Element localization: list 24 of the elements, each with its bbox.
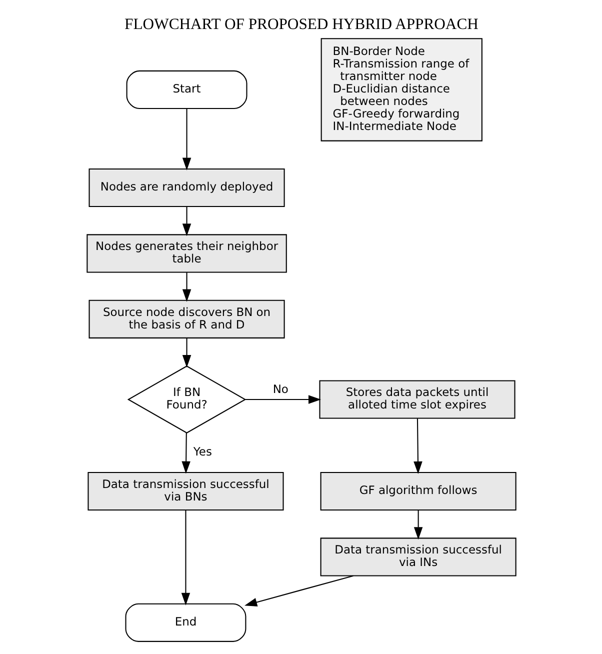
arrow [413, 418, 422, 474]
arrow [182, 338, 191, 368]
node-box: Data transmission successful via BNs [87, 472, 284, 511]
arrow [413, 510, 422, 540]
edge-label: No [272, 382, 288, 396]
arrow [182, 272, 191, 302]
node-box: End [124, 603, 246, 642]
node-box: Stores data packets until alloted time slot expires [318, 380, 515, 419]
edge-label: Yes [192, 444, 212, 459]
node-box: Start [126, 70, 247, 110]
node-box: Source node discovers BN on the basis of R and D [88, 300, 284, 338]
node-box: GF algorithm follows [320, 472, 516, 511]
node-box: Data transmission successful via INs [320, 538, 516, 576]
node-diamond: If BN Found? [126, 366, 246, 434]
arrow [244, 395, 321, 404]
diagram-title: FLOWCHART OF PROPOSED HYBRID APPROACH [124, 16, 478, 34]
arrow [180, 510, 190, 606]
arrow [182, 108, 191, 170]
node-box: Nodes are randomly deployed [88, 168, 284, 208]
node-box: BN-Border Node R-Transmission range of transmitter node D-Euclidian distance between nodes GF-Greedy forwarding IN-Intermediate Node [320, 38, 482, 142]
arrow [182, 206, 191, 236]
node-box: Nodes generates their neighbor table [86, 234, 286, 273]
arrow [244, 575, 353, 606]
arrow [181, 432, 190, 474]
